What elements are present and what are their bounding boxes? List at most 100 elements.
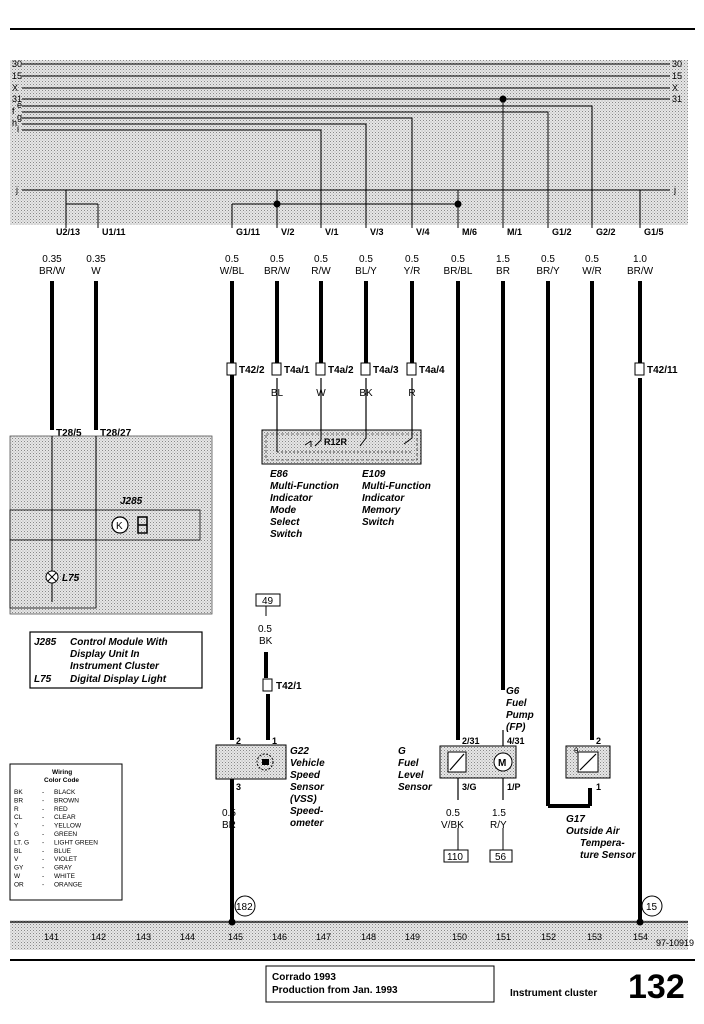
bus-label: h [12,118,17,128]
switch-module: R12R [261,429,422,465]
legend-desc: Display Unit In [70,649,139,660]
color-code-dash: - [42,848,44,855]
wire-color: BR/W [264,266,291,277]
bus-label: i [17,124,19,134]
component-label: Memory [362,505,401,516]
connector-label: T4a/4 [419,365,445,376]
color-code-dash: - [42,831,44,838]
color-code-abbr: CL [14,814,23,821]
footer-number: 141 [44,932,59,942]
bus-label: 15 [12,71,22,81]
color-code-abbr: BK [14,789,23,796]
component-label: ometer [290,818,324,829]
color-code-abbr: Y [14,823,19,830]
component-label: Switch [362,517,394,528]
footer-number: 149 [405,932,420,942]
wire-color: R/Y [490,820,507,831]
pin-label: V/2 [281,227,295,237]
pin-number: 2 [236,736,241,746]
footer-number: 154 [633,932,648,942]
component-label: Pump [506,710,534,721]
component-label: E86 [270,469,288,480]
k-icon [111,516,129,534]
connector-symbols [226,362,645,692]
footer-number: 143 [136,932,151,942]
bus-label: 31 [12,94,22,104]
pin-label: U1/11 [102,227,126,237]
color-code-name: ORANGE [54,881,83,888]
color-code-name: YELLOW [54,823,82,830]
pin-label: G1/5 [644,227,664,237]
footer-number: 144 [180,932,195,942]
connector-label: T4a/1 [284,365,310,376]
component-label: Multi-Function [270,481,339,492]
wire-color: BK [259,636,273,647]
footer-number: 148 [361,932,376,942]
color-code-name: BLUE [54,848,72,855]
connector-label: T42/11 [647,365,678,376]
color-code-dash: - [42,806,44,813]
switch-icon [304,440,312,447]
thin-wires [276,378,504,800]
component-label: Sensor [398,782,433,793]
footer-box [265,965,495,1003]
color-code-name: RED [54,806,68,813]
bus-labels-right: 30 15 X 31 j [672,59,682,195]
component-label: Indicator [362,493,405,504]
connector-label: T4a/2 [328,365,354,376]
color-code-name: CLEAR [54,814,76,821]
switch-contact [359,430,413,447]
connector-label: T4a/3 [373,365,399,376]
component-label: Indicator [270,493,313,504]
g17-label: G17 Outside Air Tempera- ture Sensor [566,814,637,861]
wire-color: R/W [311,266,331,277]
g-fuel-label: G Fuel Level Sensor [398,746,433,793]
connector-label: T42/1 [276,681,302,692]
pin-label: M/6 [462,227,477,237]
wire-gauges: 0.35 0.35 0.5 0.5 0.5 0.5 0.5 0.5 1.5 0.… [42,254,647,265]
connector-label: T28/5 [56,428,82,439]
legend-desc: Instrument Cluster [70,661,160,672]
wire-gauge: 1.0 [633,254,647,265]
color-code-abbr: V [14,856,19,863]
wire-color: Y/R [404,266,421,277]
wire-gauge: 0.5 [585,254,599,265]
pin-number: 1 [272,736,277,746]
component-label: E109 [362,469,386,480]
ref-circle [234,895,256,917]
wire-color: BR [496,266,510,277]
color-code-name: GRAY [54,865,73,872]
wire-color: W [316,388,326,399]
wire-color: BR/Y [536,266,560,277]
bus-lines [22,63,670,228]
pin-labels: U2/13 U1/11 G1/11 V/2 V/1 V/3 V/4 M/6 M/… [56,227,664,237]
footer-number: 146 [272,932,287,942]
component-label: G6 [506,686,520,697]
component-label: Select [270,517,300,528]
footer-line1: Corrado 1993 [272,972,336,983]
color-code-name: BLACK [54,789,76,796]
wire-gauge: 0.5 [270,254,284,265]
component-label: ture Sensor [580,850,637,861]
wire-gauge: 0.5 [222,808,236,819]
pin-label: V/1 [325,227,339,237]
footer-line2: Production from Jan. 1993 [272,985,398,996]
color-code-abbr: LT. G [14,839,29,846]
g22-label: G22 Vehicle Speed Sensor (VSS) Speed- om… [290,746,325,829]
color-code-abbr: W [14,873,21,880]
color-code-name: GREEN [54,831,77,838]
component-label: Vehicle [290,758,325,769]
fuel-module: M 2/31 4/31 3/G 1/P 0.5 V/BK 110 1.5 R/Y… [439,736,525,863]
color-code-dash: - [42,865,44,872]
component-label: (FP) [506,722,526,733]
wire-gauge: 0.5 [446,808,460,819]
color-code-dash: - [42,789,44,796]
k-glyph: K [116,521,123,532]
footer-number: 150 [452,932,467,942]
pin-label: M/1 [507,227,522,237]
pin-number: 2 [596,736,601,746]
ref-box-label: 56 [495,852,507,863]
wire-gauge: 0.35 [42,254,62,265]
bus-label: 30 [672,59,682,69]
